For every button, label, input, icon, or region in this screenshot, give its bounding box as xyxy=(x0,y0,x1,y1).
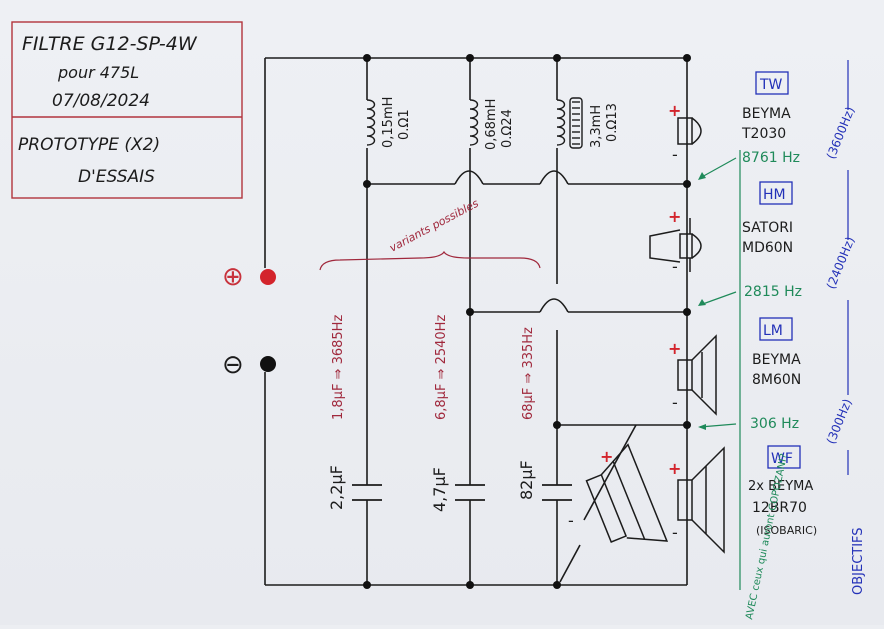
tw-tag: TW xyxy=(759,77,783,93)
inductor-tw-resistance: 0.Ω1 xyxy=(397,109,412,140)
crossover-freq-lm-wf: 306 Hz xyxy=(750,416,799,432)
inductor-hm xyxy=(469,99,479,146)
tw-name-2: T2030 xyxy=(741,126,786,142)
capacitor-lm xyxy=(542,484,572,501)
capacitor-tw-variant: 1,8μF ⇒ 3685Hz xyxy=(331,315,346,420)
tw-plus: + xyxy=(668,101,681,120)
inductor-tw xyxy=(366,99,376,146)
title-box: FILTRE G12-SP-4W pour 475L 07/08/2024 PR… xyxy=(11,21,243,199)
lm-tag: LM xyxy=(763,323,783,339)
capacitor-hm-value: 4,7μF xyxy=(430,467,449,512)
inductor-hm-resistance: 0.Ω24 xyxy=(500,109,515,148)
title-line2: pour 475L xyxy=(57,63,139,82)
wiring xyxy=(264,57,688,586)
low-mid-symbol xyxy=(677,334,717,416)
title-date: 07/08/2024 xyxy=(52,91,150,111)
wf-name-3: (ISOBARIC) xyxy=(756,524,817,537)
inductor-lm-resistance: 0.Ω13 xyxy=(605,103,620,142)
tw-name-1: BEYMA xyxy=(742,106,791,122)
woofer-front-symbol xyxy=(677,446,725,554)
variants-bracket xyxy=(319,250,541,271)
wf-name-1: 2x BEYMA xyxy=(748,479,813,494)
wf-minus: - xyxy=(672,523,678,542)
iso-plus: + xyxy=(600,447,613,466)
input-terminals: ⊕ ⊖ xyxy=(222,262,276,380)
capacitor-lm-variant: 68μF ⇒ 335Hz xyxy=(521,327,536,420)
tweeter-symbol xyxy=(677,117,702,145)
objective-lm-wf: (300Hz) xyxy=(824,397,855,446)
hm-plus: + xyxy=(668,207,681,226)
woofer-isobaric-symbol xyxy=(585,443,669,543)
wf-plus: + xyxy=(668,459,681,478)
crossover-freq-tw-hm: 8761 Hz xyxy=(742,150,800,166)
positive-terminal-symbol: ⊕ xyxy=(222,262,244,292)
negative-terminal xyxy=(260,356,276,372)
hm-name-1: SATORI xyxy=(742,220,793,236)
title-line1: FILTRE G12-SP-4W xyxy=(22,33,198,55)
variants-note: variants possibles xyxy=(387,197,481,255)
inductor-lm xyxy=(556,97,583,149)
negative-terminal-symbol: ⊖ xyxy=(222,350,244,380)
hm-name-2: MD60N xyxy=(742,240,793,256)
inductor-tw-value: 0,15mH xyxy=(381,97,396,148)
inductor-lm-value: 3,3mH xyxy=(589,105,604,148)
capacitor-hm-variant: 6,8μF ⇒ 2540Hz xyxy=(434,315,449,420)
green-arrowheads xyxy=(698,172,706,430)
horn-mid-symbol xyxy=(649,218,702,272)
inductor-hm-value: 0,68mH xyxy=(484,99,499,150)
hm-minus: - xyxy=(672,257,678,276)
iso-minus: - xyxy=(568,511,574,530)
positive-terminal xyxy=(260,269,276,285)
wf-name-2: 12BR70 xyxy=(752,500,807,516)
capacitor-tw xyxy=(352,484,382,501)
lm-name-1: BEYMA xyxy=(752,352,801,368)
lm-minus: - xyxy=(672,393,678,412)
title-line5: D'ESSAIS xyxy=(78,167,155,187)
capacitor-hm xyxy=(455,484,485,501)
junction-dots xyxy=(363,54,691,589)
lm-plus: + xyxy=(668,339,681,358)
objectives-label: OBJECTIFS xyxy=(851,527,866,595)
capacitor-tw-value: 2,2μF xyxy=(327,465,346,510)
objective-tw-hm: (3600Hz) xyxy=(824,105,858,161)
hm-tag: HM xyxy=(763,187,786,203)
polarity-marks: + - + - + - + - + - xyxy=(568,101,681,542)
capacitor-lm-value: 82μF xyxy=(517,460,536,500)
tw-minus: - xyxy=(672,145,678,164)
isobaric-wiring xyxy=(559,424,637,583)
objective-hm-lm: (2400Hz) xyxy=(824,235,858,291)
wf-tag: WF xyxy=(771,451,793,467)
lm-name-2: 8M60N xyxy=(752,372,801,388)
driver-tags xyxy=(755,71,801,469)
crossover-freq-hm-lm: 2815 Hz xyxy=(744,284,802,300)
title-line4: PROTOTYPE (X2) xyxy=(18,135,160,155)
